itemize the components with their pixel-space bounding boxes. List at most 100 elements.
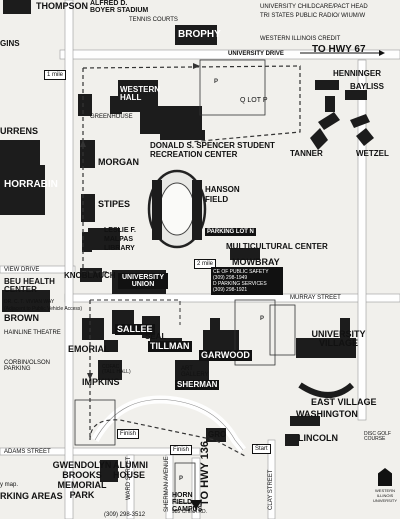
henninger-label: HENNINGER xyxy=(333,69,382,78)
logo-emblem xyxy=(378,468,392,486)
university-village-label: UNIVERSITY VILLAGE xyxy=(311,329,366,348)
building-alumni xyxy=(100,460,118,482)
university-drive-label: UNIVERSITY DRIVE xyxy=(228,51,284,57)
parking-areas-label: RKING AREAS xyxy=(0,491,63,501)
svg-text:P: P xyxy=(260,316,264,322)
brophy-label: BROPHY xyxy=(178,29,221,40)
multicultural-center-label: MULTICULTURAL CENTER xyxy=(226,242,328,251)
road-adams-street xyxy=(0,447,201,456)
wiu-logo: WESTERN ILLINOIS UNIVERSITY xyxy=(372,468,398,503)
road-right-vertical xyxy=(357,59,367,421)
western-hall-label: WESTERN HALL xyxy=(120,85,160,102)
route-arrow-icon xyxy=(379,50,385,56)
vivian-way-sub-label: (Adjacent to Public Vehicle Access) xyxy=(4,306,83,312)
building-brophy xyxy=(175,25,217,45)
building-lincoln xyxy=(285,434,299,446)
info-line-4: (309) 298-1921 xyxy=(213,287,248,293)
alumni-house-label: ALUMNI HOUSE xyxy=(113,460,148,480)
route-finish-1-label: Finish xyxy=(117,429,140,439)
to-hwy-67-label: TO HWY 67 xyxy=(312,44,366,55)
garwood-label: GARWOOD xyxy=(199,350,252,361)
info-line-3: D PARKING SERVICES xyxy=(213,281,267,287)
brown-label: BROWN xyxy=(4,313,39,323)
road-hwy136 xyxy=(191,457,201,519)
hanson-field-label: HANSON FIELD xyxy=(205,185,240,204)
building-memorial xyxy=(82,318,104,340)
logo-line-1: WESTERN xyxy=(375,488,395,493)
route-finish-2-label: Finish xyxy=(170,445,193,455)
building-brown xyxy=(2,290,50,312)
thompson-label: THOMPSON xyxy=(36,1,89,11)
morgan-label: MORGAN xyxy=(98,157,139,167)
mowbray-label: MOWBRAY xyxy=(232,257,280,267)
greenhouse-label: GREENHOUSE xyxy=(90,114,133,120)
header-legend: UNIVERSITY CHILDCARE/PACT HEAD TRI STATE… xyxy=(260,3,398,44)
sherman-avenue-label: SHERMAN AVENUE xyxy=(164,456,170,512)
road-clay-street xyxy=(267,439,276,519)
corbin-olson-label: CORBIN/OLSON PARKING xyxy=(4,360,51,372)
public-safety-info: CE OF PUBLIC SAFETY (309) 298-1949 D PAR… xyxy=(211,267,283,295)
lincoln-label: LINCOLN xyxy=(298,433,338,443)
boyer-stadium-label: ALFRED D. BOYER STADIUM xyxy=(90,0,149,14)
lot-p-label: Q LOT P xyxy=(240,97,268,104)
road-ward-street xyxy=(126,454,135,519)
clay-street-label: CLAY STREET xyxy=(268,469,274,510)
simpkins-label: IMPKINS xyxy=(82,377,120,387)
urrens-label: URRENS xyxy=(0,126,39,136)
route-start-label: Start xyxy=(252,444,271,454)
tanner-label: TANNER xyxy=(290,149,323,158)
svg-text:P: P xyxy=(179,476,183,482)
knoblauch-label: KNOBLAUCH xyxy=(64,271,116,280)
building-greenhouse xyxy=(78,94,92,116)
two-mile-label: 2 mile xyxy=(194,259,217,269)
memorial-label: EMORIAL xyxy=(68,344,110,354)
washington-label: WASHINGTON xyxy=(296,409,358,419)
logo-line-2: ILLINOIS xyxy=(376,493,394,498)
info-line-2: (309) 298-1949 xyxy=(213,275,248,281)
building-stipes xyxy=(81,194,95,222)
view-drive-label: VIEW DRIVE xyxy=(4,267,40,273)
hanson-field-shape xyxy=(147,169,207,249)
vivian-way-label: DR. C. T. VIVIAN WAY xyxy=(4,299,55,305)
horrabin-label: HORRABIN xyxy=(4,179,58,190)
east-village-label: EAST VILLAGE xyxy=(311,397,377,407)
residence-towers xyxy=(310,112,374,150)
road-murray-street xyxy=(64,293,400,303)
art-gallery-label: ART GALLERY xyxy=(181,366,209,378)
cofac-label: COFAC (TALL HALL) xyxy=(102,364,131,375)
parking-icon: P xyxy=(214,79,218,85)
seal-label: SEAL xyxy=(145,332,167,341)
horn-field-address: 985 CHINA RD. xyxy=(172,509,208,515)
building-simpkins xyxy=(98,360,122,380)
header-line-3: WESTERN ILLINOIS CREDIT xyxy=(260,36,341,42)
building-washington xyxy=(290,416,320,426)
building-henninger xyxy=(315,80,339,90)
building-cofac xyxy=(104,340,118,352)
grote-label: GRO xyxy=(208,430,227,439)
logo-line-3: UNIVERSITY xyxy=(372,498,397,503)
wetzel-label: WETZEL xyxy=(356,149,389,158)
road-university-drive xyxy=(59,49,400,60)
beu-health-label: BEU HEALTH CENTER xyxy=(4,277,55,294)
road-view-drive xyxy=(0,265,76,274)
building-horrabin xyxy=(0,165,45,215)
building-grote xyxy=(206,428,226,442)
parking-lot-n-label: PARKING LOT N xyxy=(205,228,256,236)
tillman-label: TILLMAN xyxy=(148,341,192,352)
building-thompson xyxy=(3,0,31,14)
one-mile-label: 1 mile xyxy=(44,70,67,80)
building-library xyxy=(88,228,120,250)
sherman-label: SHERMAN xyxy=(175,380,220,390)
gins-label: GINS xyxy=(0,39,20,48)
road-sherman-avenue xyxy=(165,454,174,519)
building-east-village xyxy=(298,382,355,398)
sallee-label: SALLEE xyxy=(115,324,155,335)
building-mowbray xyxy=(230,248,260,260)
hainline-label: HAINLINE THEATRE xyxy=(4,330,61,336)
disc-golf-label: DISC GOLF COURSE xyxy=(364,431,391,442)
info-line-1: CE OF PUBLIC SAFETY xyxy=(213,269,269,275)
building-rec-center xyxy=(140,106,202,134)
bayliss-label: BAYLISS xyxy=(350,82,384,91)
